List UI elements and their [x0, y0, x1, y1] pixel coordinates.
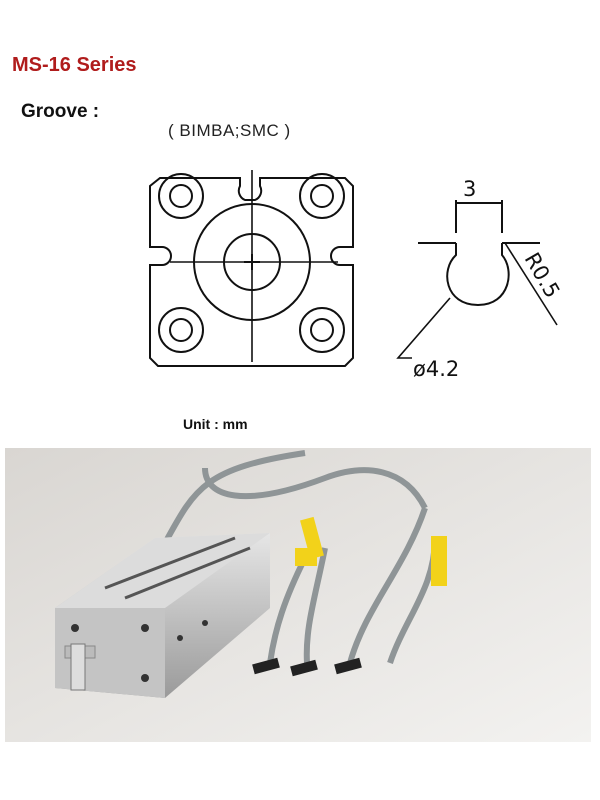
sensor-connectors	[252, 657, 362, 677]
brand-note: ( BIMBA;SMC )	[168, 121, 291, 140]
groove-drawing: 3 R0.5 ø4.2	[149, 170, 564, 381]
width-dimension: 3	[463, 177, 476, 201]
series-title: MS-16 Series	[12, 54, 137, 76]
cylinder-body	[55, 533, 270, 698]
unit-label: Unit : mm	[183, 416, 248, 432]
centerlines	[170, 170, 338, 362]
sensor-sleeves	[295, 516, 447, 586]
product-photo	[5, 448, 591, 742]
end-plate-outline	[149, 177, 354, 367]
sensor-cables	[162, 450, 438, 664]
diameter-dimension: ø4.2	[413, 357, 459, 381]
corner-holes	[158, 173, 345, 353]
groove-label: Groove :	[21, 101, 100, 122]
groove-detail	[396, 200, 558, 359]
